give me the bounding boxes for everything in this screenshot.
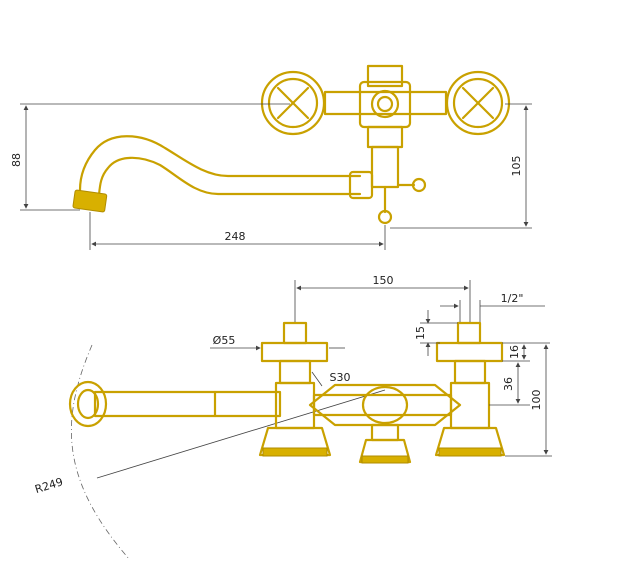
left-connector xyxy=(258,321,332,457)
dim-thread: 1/2" xyxy=(440,292,545,322)
side-view: 88 105 248 xyxy=(10,64,532,250)
dim-36-label: 36 xyxy=(502,377,515,391)
mixer-body xyxy=(308,383,462,464)
center-body xyxy=(323,64,448,225)
dim-248: 248 xyxy=(89,212,386,250)
swing-radius-arc xyxy=(71,344,131,561)
front-view: 150 1/2" 15 16 36 xyxy=(33,274,552,561)
dim-16: 16 xyxy=(502,342,550,362)
dim-wrench-label: S30 xyxy=(330,371,351,384)
dim-diameter: Ø55 xyxy=(210,334,345,351)
spout-front xyxy=(68,380,282,428)
dim-100: 100 xyxy=(505,344,552,457)
spout xyxy=(72,135,374,213)
left-handle-wheel xyxy=(260,70,326,136)
dim-150: 150 xyxy=(294,274,471,322)
dim-150-label: 150 xyxy=(373,274,394,287)
dim-diameter-label: Ø55 xyxy=(213,334,236,347)
right-handle-wheel xyxy=(445,70,511,136)
dim-248-label: 248 xyxy=(225,230,246,243)
right-connector xyxy=(434,321,506,457)
dim-15: 15 xyxy=(414,310,458,356)
dim-105-label: 105 xyxy=(510,156,523,177)
dim-16-label: 16 xyxy=(508,345,521,359)
dim-15-label: 15 xyxy=(414,326,427,340)
dim-100-label: 100 xyxy=(530,390,543,411)
dim-wrench: S30 xyxy=(311,371,351,387)
dim-36: 36 xyxy=(489,362,530,406)
dim-105: 105 xyxy=(390,103,532,229)
dim-radius-label: R249 xyxy=(33,475,64,496)
dim-thread-label: 1/2" xyxy=(501,292,524,305)
dim-88: 88 xyxy=(10,103,290,211)
dim-88-label: 88 xyxy=(10,153,23,167)
